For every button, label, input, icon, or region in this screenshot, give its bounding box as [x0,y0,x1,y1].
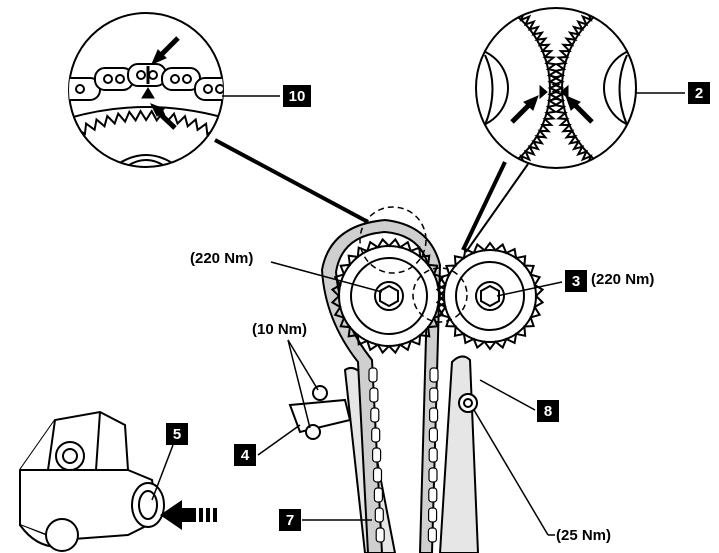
torque-label-tensioner-bolts: (10 Nm) [252,321,308,338]
callout-badge-3: 3 [565,270,587,292]
chain-link [372,467,383,483]
detail-circle-chain-mark [68,12,224,168]
chain-guide-right [438,355,480,553]
chain-link [429,407,439,423]
chain-link [374,507,384,523]
chain-link [428,507,438,523]
callout-badge-4: 4 [234,444,256,466]
chain-link [375,527,385,543]
callout-badge-2: 2 [688,82,710,104]
chain-link-markers [368,367,439,543]
chain-link [370,407,380,423]
torque-label-guide-bolt: (25 Nm) [556,527,612,544]
chain-link [429,367,439,383]
sprocket-left [330,237,448,355]
hydraulic-tensioner [19,410,165,552]
chain-link [371,427,381,443]
chain-tensioner [288,385,352,440]
chain-link [368,367,378,383]
zoom-connector-lines [214,138,529,253]
chain-link [428,427,438,443]
guide-bolt [458,393,478,413]
sprocket-teeth [69,109,223,167]
callout-badge-10: 10 [283,85,311,107]
chain-link [369,387,379,403]
reference-circles [359,206,468,323]
chain-link [372,447,382,463]
gear-teeth-left [504,8,561,168]
alignment-arrow-icon [510,84,594,124]
leader-lines [151,92,685,536]
callout-badge-5: 5 [166,423,188,445]
callout-badge-7: 7 [279,509,301,531]
push-direction-arrow-icon [160,500,217,530]
chain-link [427,527,437,543]
torque-label-sprocket-left: (220 Nm) [190,250,254,267]
chain-link [428,447,438,463]
chain-link [429,387,439,403]
chain-link [373,487,383,503]
torque-label-sprocket-right: (220 Nm) [591,271,655,288]
callout-badge-8: 8 [537,400,559,422]
gear-teeth-right [551,8,608,168]
chain-link [428,467,438,483]
sprocket-right [435,241,545,351]
alignment-arrow-icon [141,36,180,130]
chain-link [428,487,438,503]
detail-circle-gear-mesh [475,7,637,169]
